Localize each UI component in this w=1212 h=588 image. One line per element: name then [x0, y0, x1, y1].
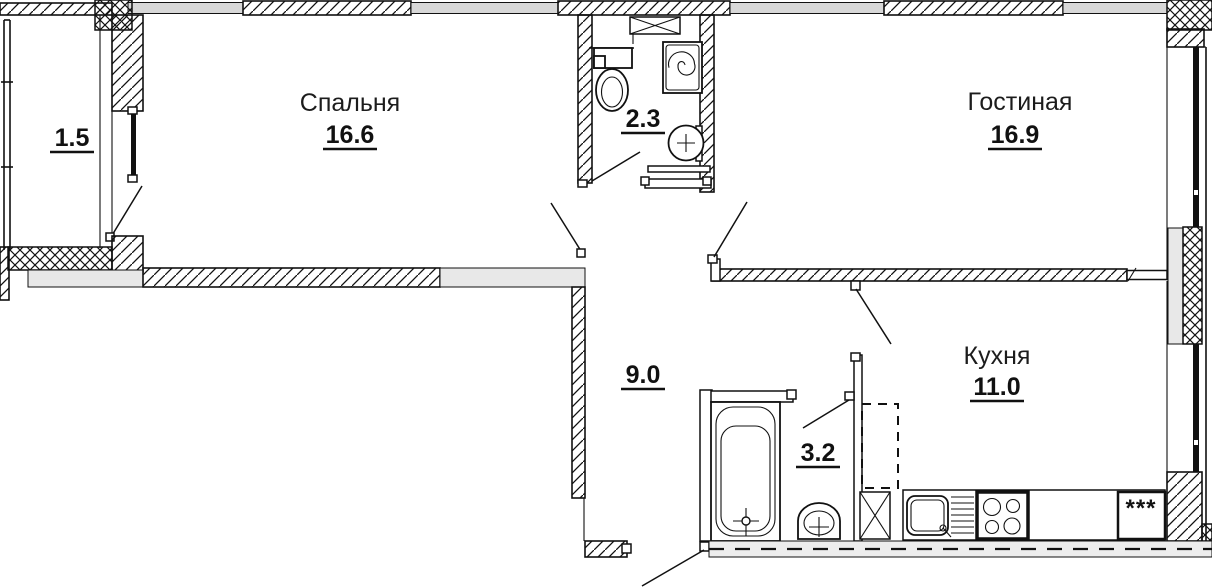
fridge-label: ***: [1125, 495, 1156, 522]
kitchen-door-hinge: [850, 280, 861, 291]
room-area-hallway: 9.0: [626, 361, 661, 389]
toilet: [589, 47, 634, 112]
room-area-bathroom: 3.2: [801, 439, 836, 467]
kitchen-door-swing: [855, 288, 892, 345]
entrance-door-hinge: [699, 541, 710, 552]
right-exterior-wall: [1166, 14, 1212, 542]
bedroom-door-swing: [550, 202, 582, 252]
kitchen-sink: [906, 495, 974, 538]
appliance-outline-dashed: [861, 403, 899, 489]
room-bathroom: 3.2: [699, 389, 855, 542]
room-area-living-room: 16.9: [991, 121, 1040, 149]
room-living-room: Гостиная 16.9: [707, 88, 1168, 282]
window-living-room: [729, 2, 885, 14]
entrance-door-swing: [641, 549, 705, 587]
bathroom-door-swing: [802, 399, 850, 429]
window-kitchen-side: [1193, 344, 1199, 472]
living-room-door-swing: [713, 201, 748, 258]
room-kitchen: *** Кухня 11.0: [850, 280, 1167, 542]
fridge: ***: [1116, 490, 1167, 541]
bathroom-door-hinge: [844, 391, 855, 401]
window-bedroom-1: [127, 2, 244, 14]
window-bedroom-2: [410, 2, 559, 14]
room-wc: 2.3: [577, 14, 715, 193]
room-area-kitchen: 11.0: [973, 373, 1020, 401]
wc-sink: [647, 124, 711, 173]
stove: [975, 490, 1030, 541]
top-exterior-wall: [0, 0, 1212, 48]
balcony-window-bar: [131, 112, 136, 178]
bathtub: [710, 401, 781, 542]
room-balcony: 1.5: [0, 14, 144, 301]
room-area-balcony: 1.5: [55, 124, 90, 152]
wc-door-swing: [591, 151, 641, 182]
bedroom-door-hinge: [576, 248, 586, 258]
balcony-door-swing: [110, 185, 143, 238]
kitchen-vent-box: [859, 491, 891, 540]
room-area-wc: 2.3: [626, 105, 661, 133]
room-area-bedroom: 16.6: [326, 121, 375, 149]
room-label-living-room: Гостиная: [968, 88, 1073, 116]
bathroom-sink: [797, 502, 841, 540]
living-room-door-hinge: [707, 254, 718, 264]
room-bedroom: Спальня 16.6: [142, 89, 586, 288]
window-top-right: [1062, 2, 1168, 14]
washing-machine: [662, 41, 703, 94]
room-label-bedroom: Спальня: [300, 89, 400, 117]
room-label-kitchen: Кухня: [964, 342, 1031, 370]
window-living-room-side: [1193, 47, 1199, 227]
room-hallway: 9.0: [571, 286, 1212, 587]
